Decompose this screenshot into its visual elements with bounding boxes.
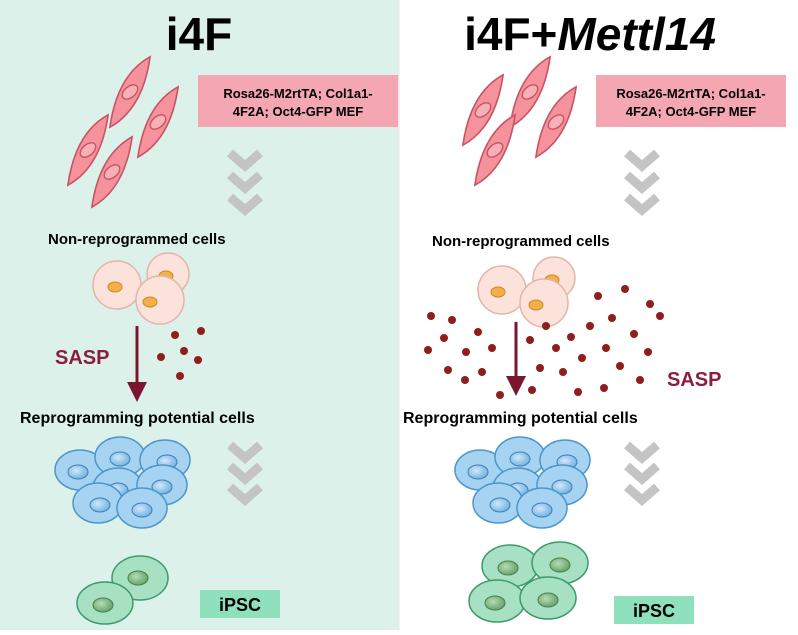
mef-label-line-2: 4F2A; Oct4-GFP MEF — [233, 104, 364, 119]
ipsc-label: iPSC — [633, 601, 675, 621]
right-sasp-arrow — [506, 322, 526, 396]
mef-label-line-2: 4F2A; Oct4-GFP MEF — [626, 104, 757, 119]
left-mef-label-box: Rosa26-M2rtTA; Col1a1- 4F2A; Oct4-GFP ME… — [198, 75, 398, 127]
sasp-dot-icon — [586, 322, 594, 330]
left-senescent-cells — [92, 252, 190, 325]
right-sasp-dots — [424, 285, 664, 399]
ipsc-cell-icon — [468, 579, 526, 623]
left-sasp-dots — [157, 327, 205, 380]
potential-cell-icon — [472, 482, 524, 524]
mef-label-line-1: Rosa26-M2rtTA; Col1a1- — [223, 86, 372, 101]
sasp-dot-icon — [448, 316, 456, 324]
sasp-dot-icon — [636, 376, 644, 384]
sasp-dot-icon — [197, 327, 205, 335]
sasp-dot-icon — [574, 388, 582, 396]
sasp-dot-icon — [608, 314, 616, 322]
sasp-dot-icon — [478, 368, 486, 376]
right-sasp-label: SASP — [667, 369, 721, 391]
potential-cell-icon — [516, 487, 568, 529]
sasp-dot-icon — [656, 312, 664, 320]
left-ipsc-cells — [76, 555, 169, 625]
sasp-dot-icon — [171, 331, 179, 339]
sasp-dot-icon — [646, 300, 654, 308]
sasp-dot-icon — [461, 376, 469, 384]
left-potential-cells — [54, 436, 191, 529]
right-ipsc-cells — [468, 541, 589, 623]
sasp-dot-icon — [427, 312, 435, 320]
sasp-dot-icon — [440, 334, 448, 342]
sasp-dot-icon — [526, 336, 534, 344]
mef-label-line-1: Rosa26-M2rtTA; Col1a1- — [616, 86, 765, 101]
right-mef-label-box: Rosa26-M2rtTA; Col1a1- 4F2A; Oct4-GFP ME… — [596, 75, 786, 127]
sasp-dot-icon — [594, 292, 602, 300]
right-non-reprogrammed-label: Non-reprogrammed cells — [432, 233, 610, 250]
left-sasp-label: SASP — [55, 347, 109, 369]
sasp-dot-icon — [488, 344, 496, 352]
sasp-dot-icon — [462, 348, 470, 356]
sasp-dot-icon — [602, 344, 610, 352]
sasp-dot-icon — [496, 391, 504, 399]
sasp-dot-icon — [180, 347, 188, 355]
sasp-dot-icon — [542, 322, 550, 330]
sasp-dot-icon — [559, 368, 567, 376]
senescent-cell-icon — [135, 275, 185, 325]
sasp-dot-icon — [444, 366, 452, 374]
sasp-dot-icon — [644, 348, 652, 356]
sasp-dot-icon — [578, 354, 586, 362]
sasp-dot-icon — [424, 346, 432, 354]
potential-cell-icon — [54, 449, 106, 491]
sasp-dot-icon — [536, 364, 544, 372]
right-potential-cells — [454, 436, 591, 529]
sasp-dot-icon — [176, 372, 184, 380]
sasp-dot-icon — [528, 386, 536, 394]
senescent-cell-icon — [92, 260, 142, 310]
left-reprogramming-potential-label: Reprogramming potential cells — [20, 410, 255, 427]
right-panel-title: i4F+Mettl14 — [464, 8, 716, 60]
potential-cell-icon — [116, 487, 168, 529]
sasp-dot-icon — [567, 333, 575, 341]
sasp-dot-icon — [616, 362, 624, 370]
sasp-dot-icon — [157, 353, 165, 361]
sasp-dot-icon — [621, 285, 629, 293]
right-reprogramming-potential-label: Reprogramming potential cells — [403, 410, 638, 427]
ipsc-label: iPSC — [219, 595, 261, 615]
senescent-cell-icon — [477, 265, 527, 315]
sasp-dot-icon — [474, 328, 482, 336]
right-senescent-cells — [477, 256, 576, 328]
potential-cell-icon — [72, 482, 124, 524]
sasp-dot-icon — [552, 344, 560, 352]
right-ipsc-label-box: iPSC — [614, 596, 694, 624]
left-ipsc-label-box: iPSC — [200, 590, 280, 618]
left-panel-title: i4F — [166, 8, 232, 60]
ipsc-cell-icon — [519, 576, 577, 620]
sasp-dot-icon — [630, 330, 638, 338]
sasp-dot-icon — [600, 384, 608, 392]
senescent-cell-icon — [519, 278, 569, 328]
left-sasp-arrow — [127, 326, 147, 402]
left-non-reprogrammed-label: Non-reprogrammed cells — [48, 231, 226, 248]
ipsc-cell-icon — [76, 581, 134, 625]
sasp-dot-icon — [194, 356, 202, 364]
